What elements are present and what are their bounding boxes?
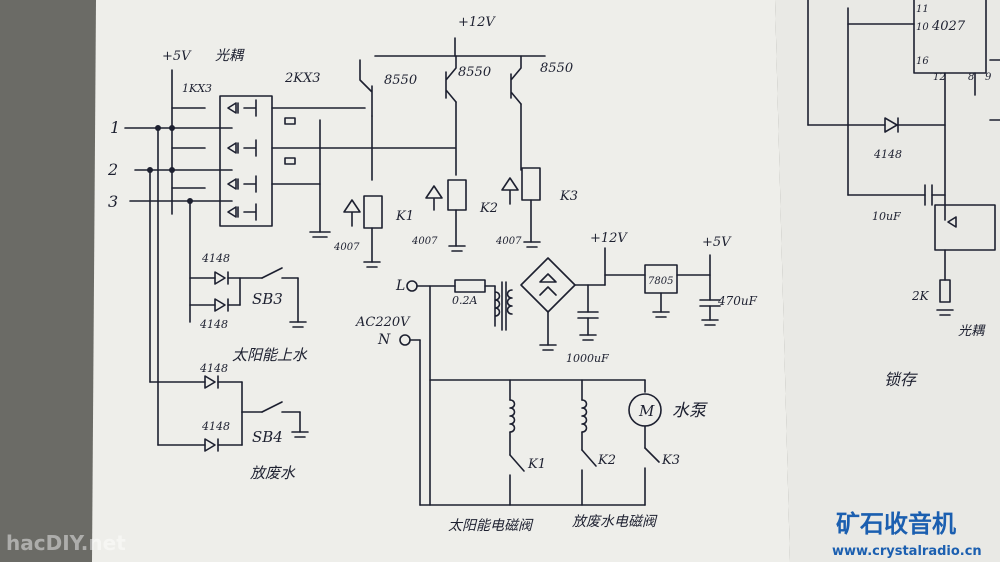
label-d6: 4148: [199, 362, 228, 375]
label-fuse: 0.2A: [452, 294, 477, 307]
label-solar-water: 太阳能上水: [232, 346, 308, 364]
label-k3-contact: K3: [661, 453, 680, 468]
label-valve-solar: 太阳能电磁阀: [448, 518, 534, 534]
label-q2: 8550: [458, 65, 491, 80]
opto-internals: [227, 99, 257, 221]
label-p12v-top: +12V: [458, 15, 496, 30]
button-sb3: [189, 267, 307, 328]
label-k3: K3: [559, 189, 578, 204]
label-line-n: N: [377, 332, 391, 348]
button-sb4: [149, 375, 309, 452]
label-pin12: 12: [933, 72, 946, 83]
label-k1: K1: [395, 209, 414, 224]
opto-output-lines: [271, 107, 456, 238]
label-ic: 4027: [931, 19, 966, 34]
label-pin11: 11: [916, 4, 929, 15]
label-in3: 3: [108, 192, 118, 211]
label-p5v-psu: +5V: [702, 235, 732, 250]
label-d2: 4007: [411, 236, 438, 247]
label-pin16: 16: [916, 56, 929, 67]
label-k2: K2: [479, 201, 498, 216]
label-optocoupler-top: 光耦: [215, 48, 245, 64]
right-circuit: [807, 0, 1000, 316]
label-d7: 4148: [201, 420, 230, 433]
transistor-row: [359, 37, 546, 181]
optocoupler-block: [219, 95, 273, 227]
label-k2-contact: K2: [597, 453, 616, 468]
label-pin8: 8: [968, 72, 974, 83]
relay-coils: [343, 167, 541, 268]
label-r-right: 2K: [911, 289, 930, 303]
label-latch: 锁存: [884, 370, 918, 389]
power-supply: [399, 247, 721, 506]
label-reg: 7805: [648, 276, 673, 287]
label-opto-right: 光耦: [958, 324, 986, 339]
label-d-right: 4148: [873, 148, 902, 161]
label-cap-main: 1000uF: [566, 352, 609, 365]
label-d4: 4148: [201, 252, 230, 265]
label-in1: 1: [110, 118, 120, 137]
label-d1: 4007: [333, 242, 360, 253]
label-line-l: L: [395, 278, 405, 294]
label-pin9: 9: [985, 72, 992, 83]
label-drain-water: 放废水: [250, 464, 296, 482]
label-sb3: SB3: [252, 290, 283, 308]
label-q1: 8550: [384, 73, 417, 88]
load-section: [419, 379, 662, 506]
watermark-url: www.crystalradio.cn: [832, 544, 982, 559]
watermark-brand: 矿石收音机: [836, 510, 956, 538]
label-pin10: 10: [916, 22, 929, 33]
paper-sheet-main: [92, 0, 790, 562]
label-cap-out: 470uF: [717, 294, 758, 308]
label-cap-right: 10uF: [872, 210, 901, 223]
label-motor: M: [638, 402, 655, 420]
label-valve-drain: 放废水电磁阀: [572, 514, 658, 530]
paper-sheet-right: [775, 0, 1000, 562]
label-sb4: SB4: [252, 428, 283, 446]
label-q3: 8550: [540, 61, 573, 76]
label-r-1kx3: 1KX3: [182, 82, 212, 95]
label-pump: 水泵: [672, 401, 708, 421]
label-p12v-psu: +12V: [590, 231, 628, 246]
label-p5v-top: +5V: [162, 49, 192, 64]
label-k1-contact: K1: [527, 457, 546, 472]
junction-dots: [147, 125, 193, 204]
label-ac220: AC220V: [355, 315, 411, 330]
label-d5: 4148: [199, 318, 228, 331]
watermark-hacdiy: hacDIY.net: [6, 531, 126, 555]
label-r-2kx3: 2KX3: [284, 71, 321, 86]
label-in2: 2: [107, 160, 118, 179]
label-d3: 4007: [495, 236, 522, 247]
